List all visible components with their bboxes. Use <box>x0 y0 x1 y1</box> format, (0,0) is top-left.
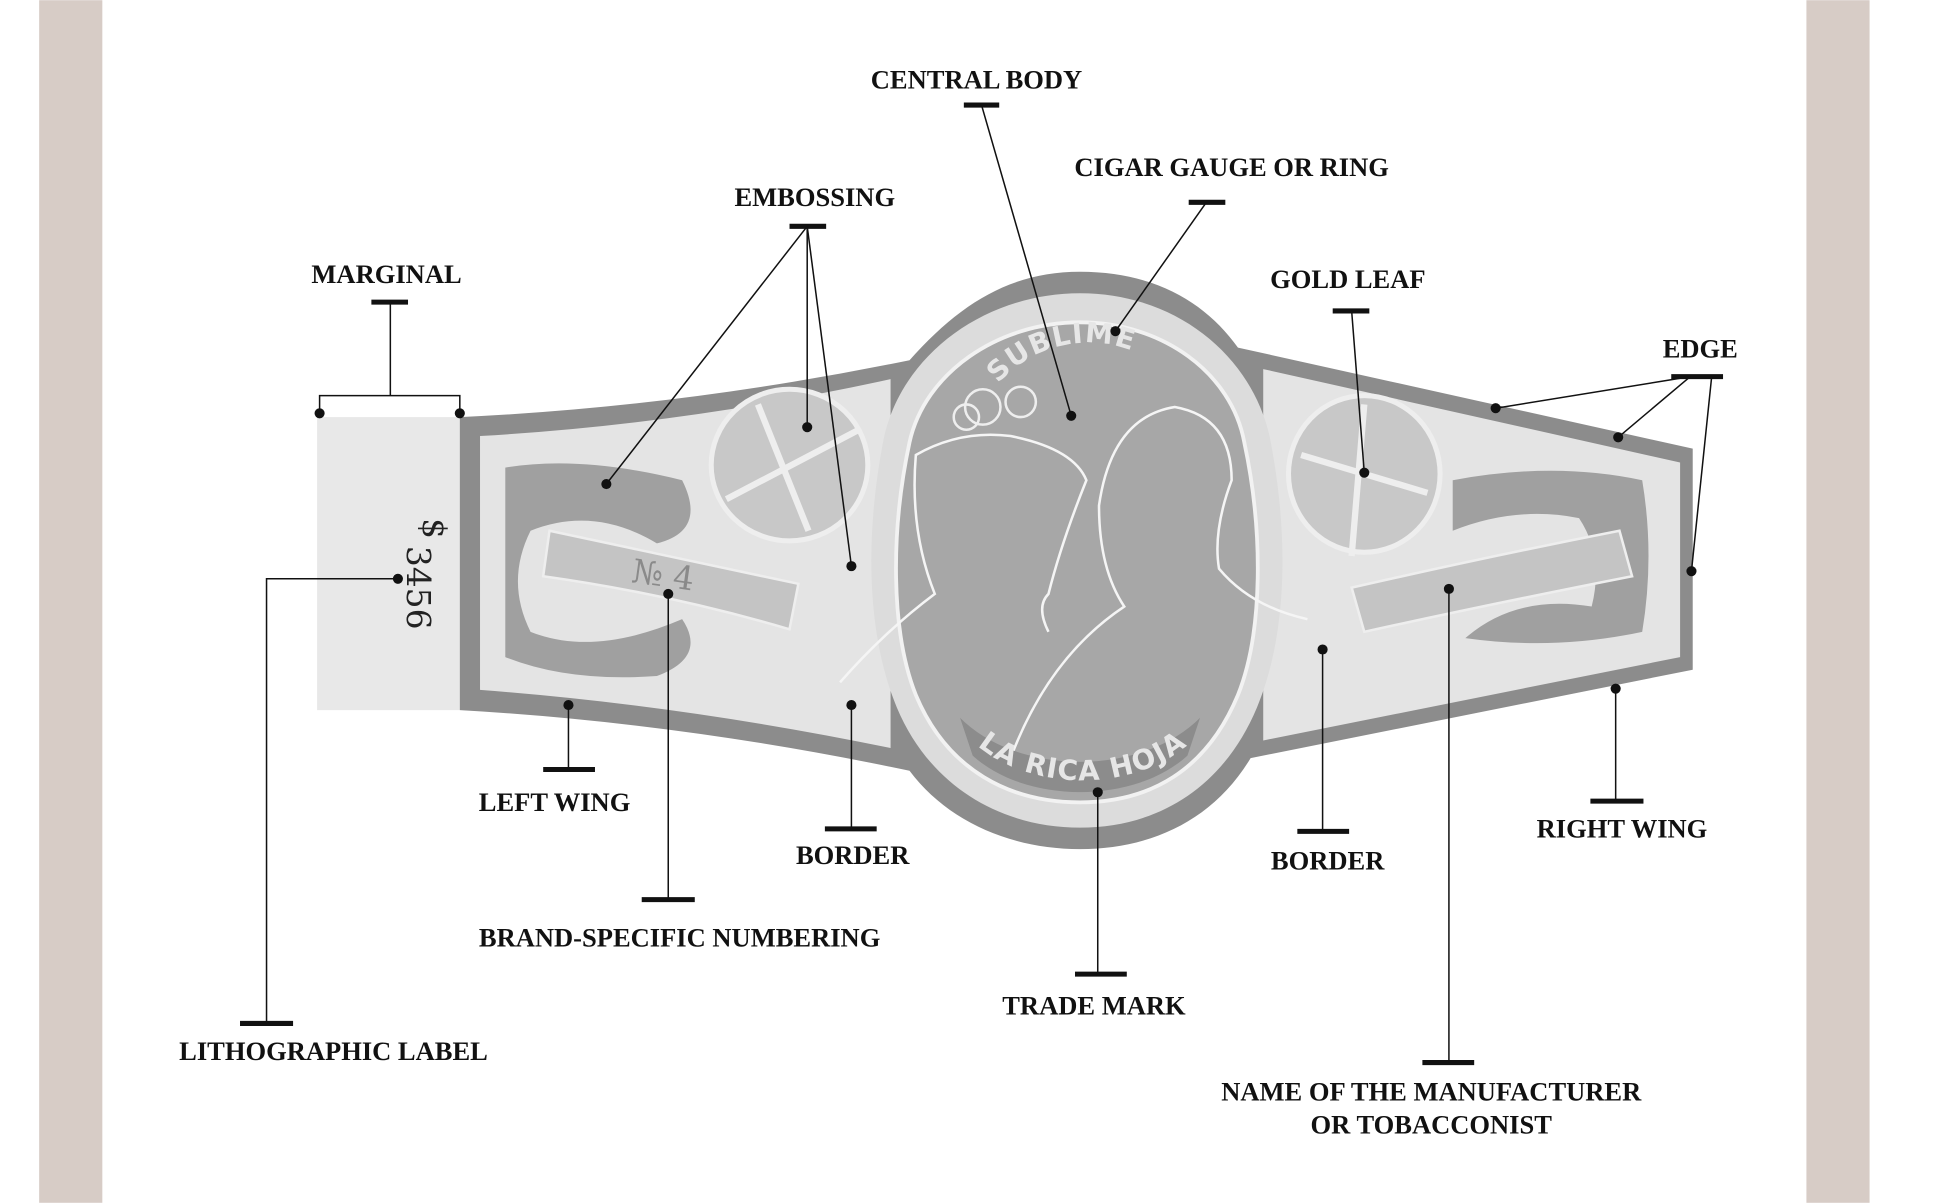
flower-ornament-icon <box>952 385 1038 431</box>
callout-left-wing: LEFT WING <box>479 700 631 817</box>
callout-cigar-gauge: CIGAR GAUGE OR RING <box>1074 152 1389 337</box>
label-border-left: BORDER <box>796 840 910 870</box>
callout-lithographic-label: LITHOGRAPHIC LABEL <box>179 573 488 1066</box>
trade-mark-banner <box>960 717 1201 793</box>
callout-brand-numbering: BRAND-SPECIFIC NUMBERING <box>479 588 880 952</box>
callout-right-wing: RIGHT WING <box>1537 683 1708 844</box>
callout-gold-leaf: GOLD LEAF <box>1270 264 1426 478</box>
callout-manufacturer: NAME OF THE MANUFACTURER OR TOBACCONIST <box>1221 583 1642 1139</box>
left-side-bar <box>39 0 103 1203</box>
label-central-body: CENTRAL BODY <box>871 65 1082 95</box>
label-lithographic-label: LITHOGRAPHIC LABEL <box>179 1036 488 1066</box>
label-manufacturer-line1: NAME OF THE MANUFACTURER <box>1221 1076 1642 1106</box>
central-body <box>894 320 1260 805</box>
cigar-band: SUBLIME LA RICA HOJA № 4 $ 3456 <box>317 271 1693 850</box>
label-right-wing: RIGHT WING <box>1537 814 1708 844</box>
silhouette-left <box>839 433 1088 684</box>
callout-embossing: EMBOSSING <box>601 182 895 572</box>
label-border-right: BORDER <box>1271 845 1385 875</box>
callout-central-body: CENTRAL BODY <box>871 65 1082 421</box>
label-marginal: MARGINAL <box>311 259 461 289</box>
right-side-bar <box>1806 0 1870 1203</box>
callout-trade-mark: TRADE MARK <box>1002 787 1186 1021</box>
label-manufacturer-line2: OR TOBACCONIST <box>1311 1109 1553 1139</box>
label-brand-numbering: BRAND-SPECIFIC NUMBERING <box>479 922 880 952</box>
callout-border-left: BORDER <box>796 700 910 870</box>
callout-border-right: BORDER <box>1271 644 1385 875</box>
label-cigar-gauge: CIGAR GAUGE OR RING <box>1074 152 1389 182</box>
left-ribbon <box>541 529 800 631</box>
label-edge: EDGE <box>1663 334 1738 364</box>
label-left-wing: LEFT WING <box>479 787 631 817</box>
label-embossing: EMBOSSING <box>734 182 895 212</box>
silhouette-right <box>1009 405 1308 759</box>
callout-marginal: MARGINAL <box>311 259 465 419</box>
right-ribbon <box>1350 529 1634 634</box>
gold-leaf-left-lines <box>724 403 861 532</box>
callout-edge: EDGE <box>1490 334 1738 577</box>
label-number: 3456 <box>399 546 437 630</box>
brand-number: № 4 <box>630 552 697 598</box>
lithographic-label-strip <box>317 417 460 711</box>
label-trade-mark: TRADE MARK <box>1002 991 1186 1021</box>
label-symbol: $ <box>415 518 453 539</box>
scroll-ornaments <box>505 463 1649 678</box>
label-gold-leaf: GOLD LEAF <box>1270 264 1425 294</box>
